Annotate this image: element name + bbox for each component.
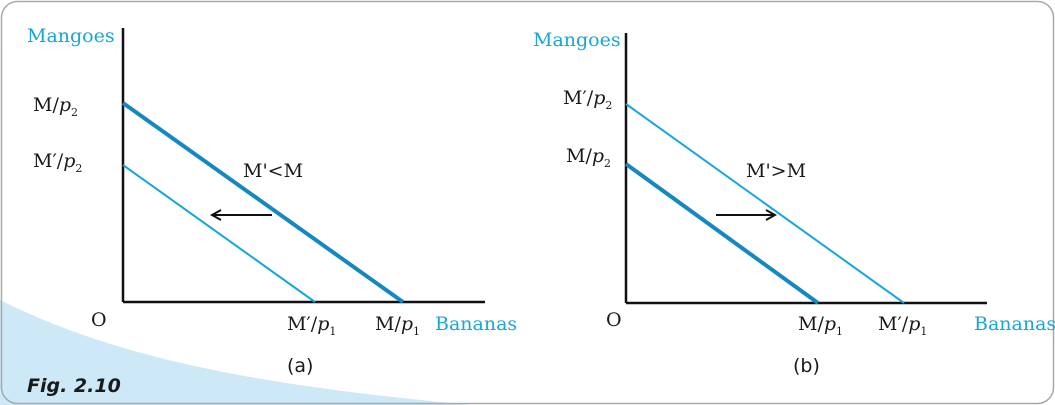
panel-a-caption: (a) xyxy=(287,355,313,377)
panel-b-budget-line-new xyxy=(625,103,905,304)
panel-a-origin-label: O xyxy=(91,309,107,331)
panel-b-caption: (b) xyxy=(793,355,820,377)
panel-a-y-intercept-upper: M/p2 xyxy=(33,94,78,119)
panel-a-comparison-label: M'<M xyxy=(243,160,303,182)
panel-a-x-intercept-right: M/p1 xyxy=(375,313,420,338)
panel-a-y-intercept-lower: M′/p2 xyxy=(33,150,82,175)
panel-a-x-intercept-left: M′/p1 xyxy=(287,313,336,338)
panel-b-x-axis-label: Bananas xyxy=(974,313,1055,335)
panel-b-x-intercept-right: M′/p1 xyxy=(878,313,927,338)
panel-b-origin-label: O xyxy=(606,309,622,331)
panel-a-x-axis-label: Bananas xyxy=(435,313,517,335)
panel-b-y-intercept-upper: M′/p2 xyxy=(563,87,612,112)
panel-a: Mangoes M'<M O Bananas M/p2 M′/p2 M′/p1 … xyxy=(27,25,517,377)
panel-b-x-intercept-left: M/p1 xyxy=(798,313,843,338)
panel-b: Mangoes M'>M O Bananas M′/p2 M/p2 M/p1 M… xyxy=(533,29,1055,377)
panel-b-comparison-label: M'>M xyxy=(746,160,806,182)
panel-b-y-intercept-lower: M/p2 xyxy=(566,145,611,170)
panel-b-budget-line-original xyxy=(624,162,820,305)
panel-a-budget-line-original xyxy=(121,101,405,304)
figure-label: Fig. 2.10 xyxy=(27,375,121,397)
corner-decoration xyxy=(0,300,470,405)
panel-a-budget-line-new xyxy=(122,164,316,303)
panel-a-y-axis-label: Mangoes xyxy=(27,25,115,47)
panel-b-y-axis-label: Mangoes xyxy=(533,29,621,51)
